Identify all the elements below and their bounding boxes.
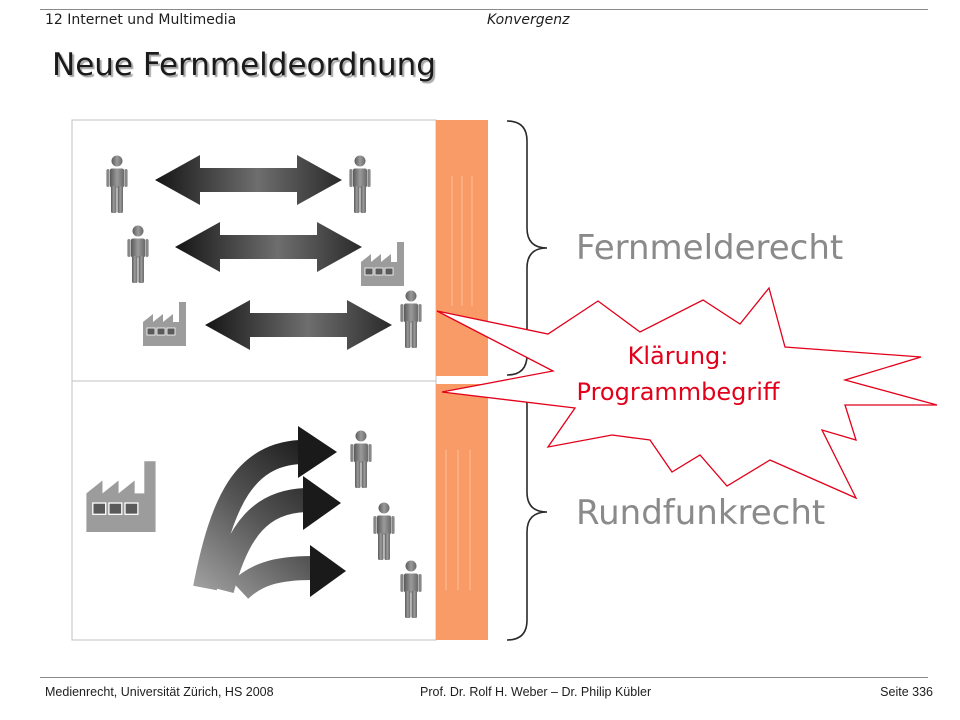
footer-page-number: Seite 336: [880, 685, 933, 699]
factory-icon: [86, 460, 157, 532]
factory-icon: [143, 301, 187, 346]
slide-title: Neue Fernmeldeordnung: [52, 47, 436, 83]
faint-rotated-text-lines: [445, 176, 473, 590]
person-icon: [106, 155, 128, 213]
starburst-callout: [436, 286, 938, 500]
header-rule: [40, 9, 928, 10]
header-topic: Konvergenz: [487, 12, 570, 28]
person-icon: [350, 430, 372, 488]
curly-brace-icon: [506, 120, 548, 376]
double-arrow-icon: [205, 300, 392, 350]
person-icon: [373, 502, 395, 560]
factory-icon: [361, 241, 405, 286]
label-rundfunkrecht: Rundfunkrecht: [576, 493, 826, 533]
double-arrow-icon: [175, 222, 362, 272]
person-icon: [349, 155, 371, 213]
curved-arrow-icon: [193, 426, 337, 591]
curved-arrow-icon: [210, 476, 341, 594]
person-icon: [400, 290, 422, 348]
diagram-frame: [71, 119, 437, 641]
footer-rule: [40, 677, 928, 678]
person-icon: [127, 225, 149, 283]
label-fernmelderecht: Fernmelderecht: [576, 228, 844, 268]
orange-bar-lower: [436, 384, 488, 640]
footer-course: Medienrecht, Universität Zürich, HS 2008: [45, 685, 274, 699]
footer-authors: Prof. Dr. Rolf H. Weber – Dr. Philip Küb…: [420, 685, 652, 699]
person-icon: [400, 560, 422, 618]
header-chapter: 12 Internet und Multimedia: [45, 12, 237, 28]
curly-brace-icon: [506, 384, 548, 641]
double-arrow-icon: [155, 155, 342, 205]
callout-line-2: Programmbegriff: [576, 378, 780, 406]
callout-line-1: Klärung:: [627, 342, 729, 370]
curved-arrow-icon: [231, 545, 346, 600]
